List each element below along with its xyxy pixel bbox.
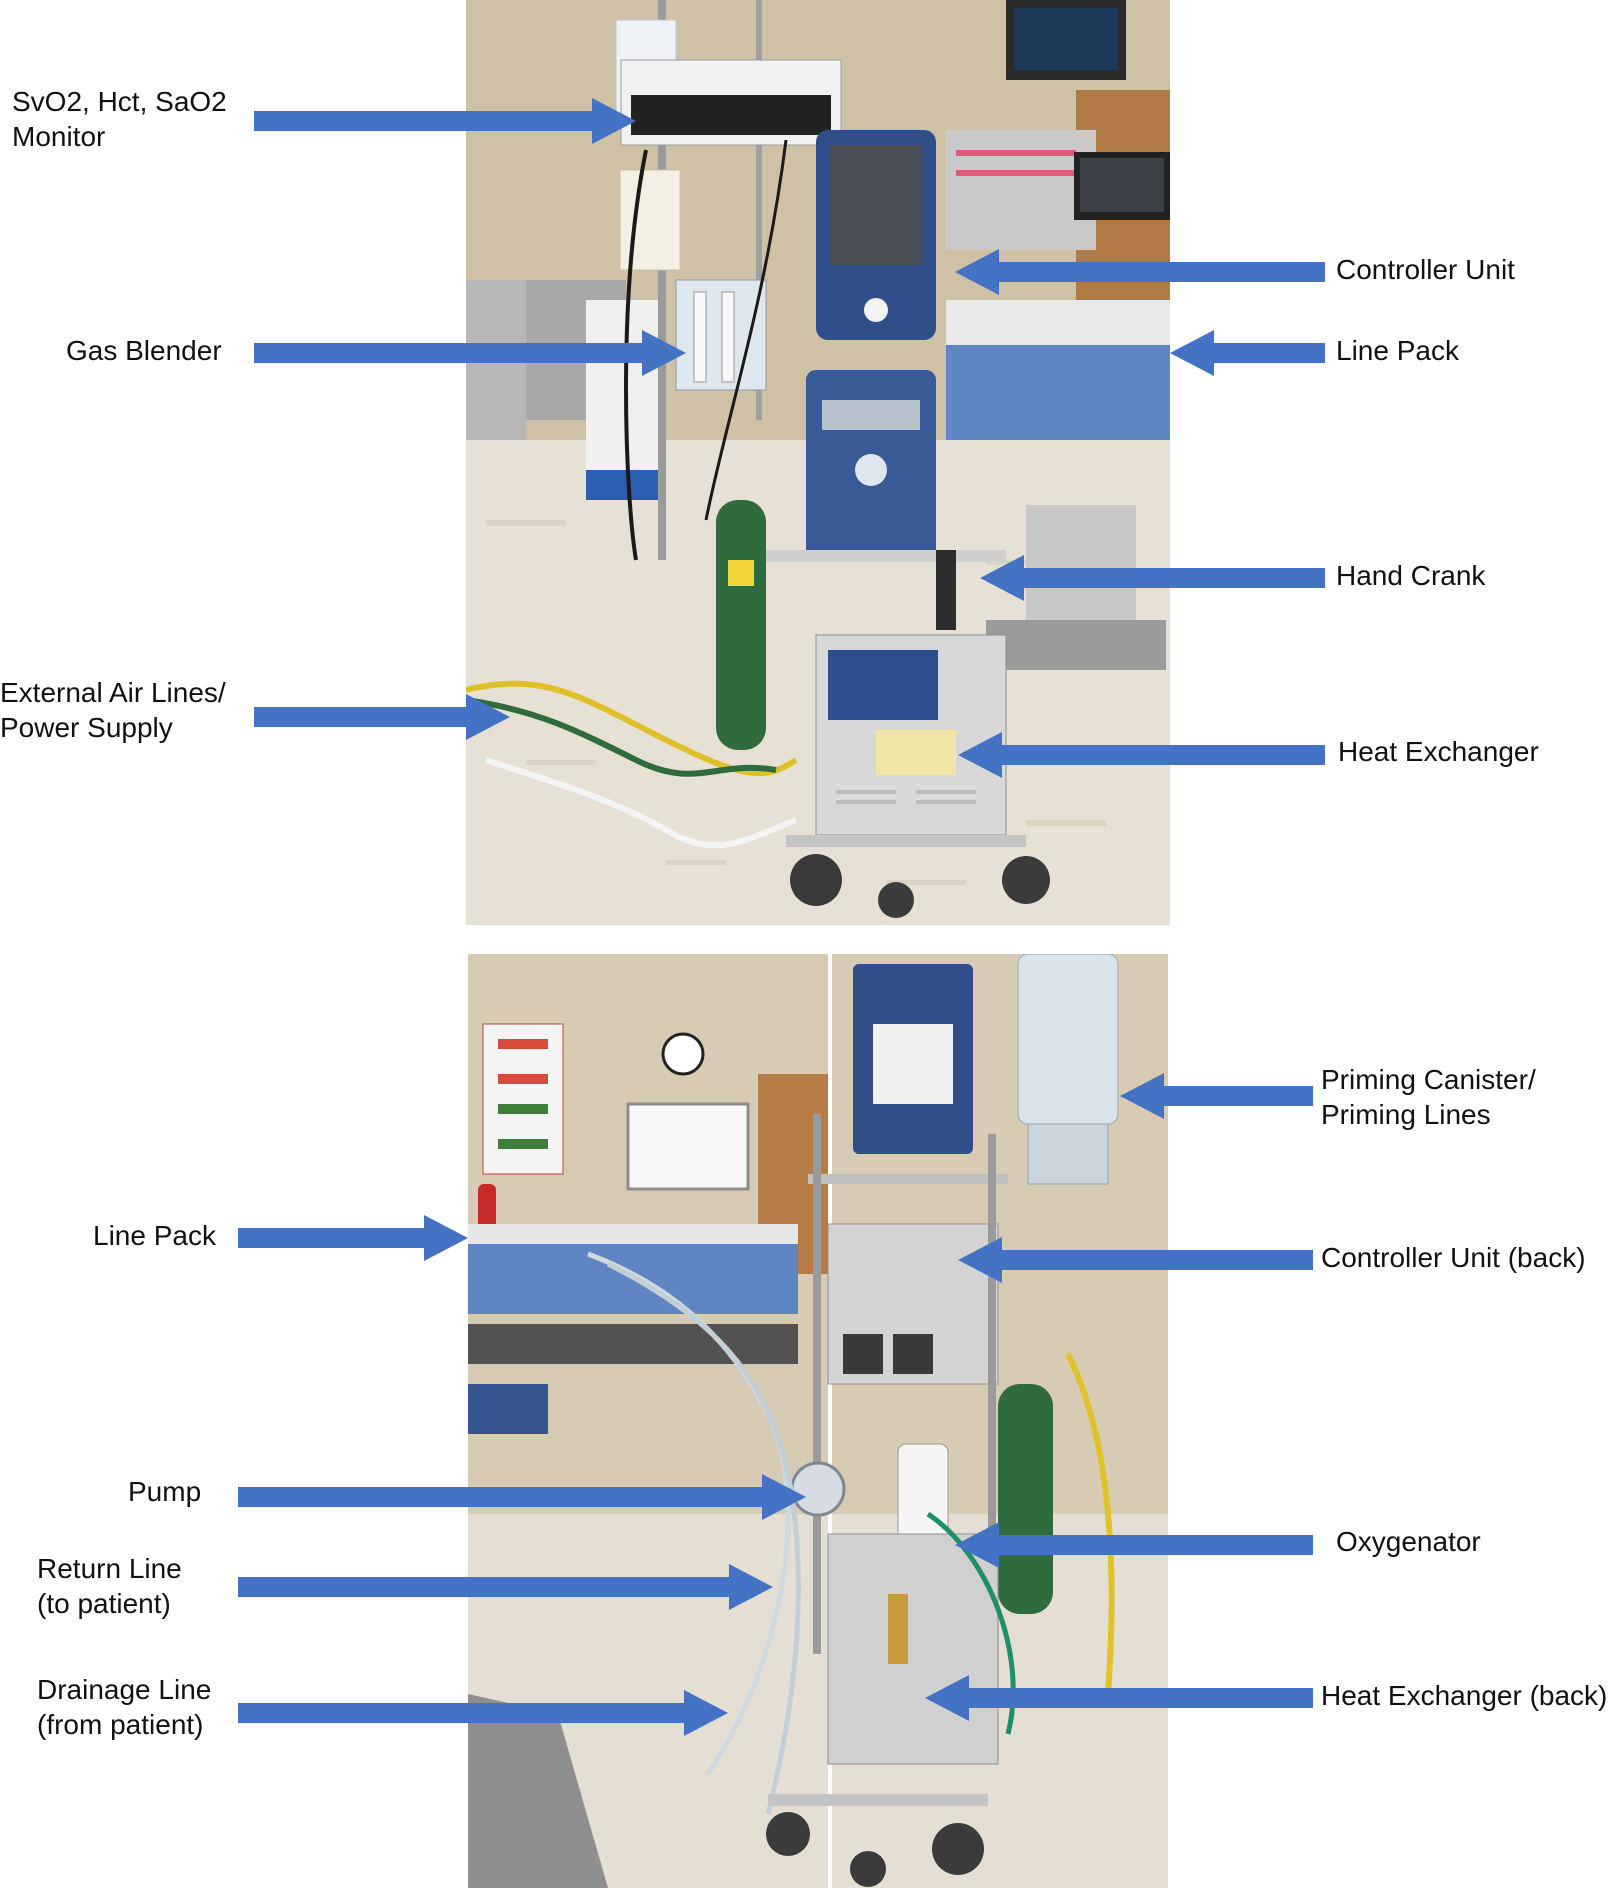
arrow-line-pack-bottom bbox=[238, 1215, 468, 1261]
label-oxygenator: Oxygenator bbox=[1336, 1524, 1481, 1559]
label-controller-unit-back-line1: Controller Unit (back) bbox=[1321, 1242, 1586, 1273]
label-gas-blender-line1: Gas Blender bbox=[66, 335, 222, 366]
arrow-oxygenator bbox=[955, 1522, 1313, 1568]
label-heat-exchanger-back: Heat Exchanger (back) bbox=[1321, 1678, 1607, 1713]
label-gas-blender: Gas Blender bbox=[66, 333, 222, 368]
label-priming-canister-line1: Priming Canister/ bbox=[1321, 1064, 1536, 1095]
ecmo-cart-front-illustration bbox=[466, 0, 1170, 925]
label-line-pack-bottom-line1: Line Pack bbox=[93, 1220, 216, 1251]
label-hand-crank-line1: Hand Crank bbox=[1336, 560, 1486, 591]
ecmo-cart-front-photo bbox=[466, 0, 1170, 925]
label-controller-unit-line1: Controller Unit bbox=[1336, 254, 1515, 285]
label-heat-exchanger-back-line1: Heat Exchanger (back) bbox=[1321, 1680, 1608, 1711]
label-drainage-line-line2: (from patient) bbox=[37, 1709, 204, 1740]
ecmo-cart-back-illustration bbox=[468, 954, 1168, 1888]
arrow-hand-crank bbox=[980, 555, 1325, 601]
label-line-pack-top-line1: Line Pack bbox=[1336, 335, 1459, 366]
arrow-svo2-monitor bbox=[254, 98, 636, 144]
label-controller-unit: Controller Unit bbox=[1336, 252, 1515, 287]
label-svo2-monitor-line1: SvO2, Hct, SaO2 bbox=[12, 86, 227, 117]
arrow-gas-blender bbox=[254, 330, 686, 376]
label-drainage-line-line1: Drainage Line bbox=[37, 1674, 212, 1705]
label-priming-canister: Priming Canister/ Priming Lines bbox=[1321, 1062, 1536, 1132]
label-drainage-line: Drainage Line (from patient) bbox=[37, 1672, 211, 1742]
label-svo2-monitor: SvO2, Hct, SaO2 Monitor bbox=[12, 84, 227, 154]
label-external-air-lines: External Air Lines/ Power Supply bbox=[0, 675, 226, 745]
arrow-pump bbox=[238, 1474, 806, 1520]
label-return-line-line2: (to patient) bbox=[37, 1588, 171, 1619]
label-heat-exchanger: Heat Exchanger bbox=[1338, 734, 1539, 769]
label-return-line-line1: Return Line bbox=[37, 1553, 182, 1584]
label-line-pack-bottom: Line Pack bbox=[93, 1218, 216, 1253]
arrow-return-line bbox=[238, 1564, 773, 1610]
label-hand-crank: Hand Crank bbox=[1336, 558, 1485, 593]
label-svo2-monitor-line2: Monitor bbox=[12, 121, 106, 152]
label-return-line: Return Line (to patient) bbox=[37, 1551, 182, 1621]
label-external-air-lines-line2: Power Supply bbox=[0, 712, 173, 743]
label-line-pack-top: Line Pack bbox=[1336, 333, 1459, 368]
label-external-air-lines-line1: External Air Lines/ bbox=[0, 677, 226, 708]
arrow-external-air-lines bbox=[254, 694, 510, 740]
arrow-controller-unit-back bbox=[958, 1237, 1313, 1283]
label-oxygenator-line1: Oxygenator bbox=[1336, 1526, 1481, 1557]
arrow-line-pack-top bbox=[1170, 330, 1325, 376]
label-heat-exchanger-line1: Heat Exchanger bbox=[1338, 736, 1539, 767]
arrow-heat-exchanger-back bbox=[925, 1675, 1313, 1721]
arrow-drainage-line bbox=[238, 1690, 728, 1736]
arrow-heat-exchanger bbox=[958, 732, 1325, 778]
label-priming-canister-line2: Priming Lines bbox=[1321, 1099, 1491, 1130]
arrow-priming-canister bbox=[1120, 1073, 1313, 1119]
label-pump: Pump bbox=[128, 1474, 201, 1509]
label-controller-unit-back: Controller Unit (back) bbox=[1321, 1240, 1586, 1275]
ecmo-cart-back-photo bbox=[468, 954, 1168, 1888]
arrow-controller-unit bbox=[955, 249, 1325, 295]
label-pump-line1: Pump bbox=[128, 1476, 202, 1507]
